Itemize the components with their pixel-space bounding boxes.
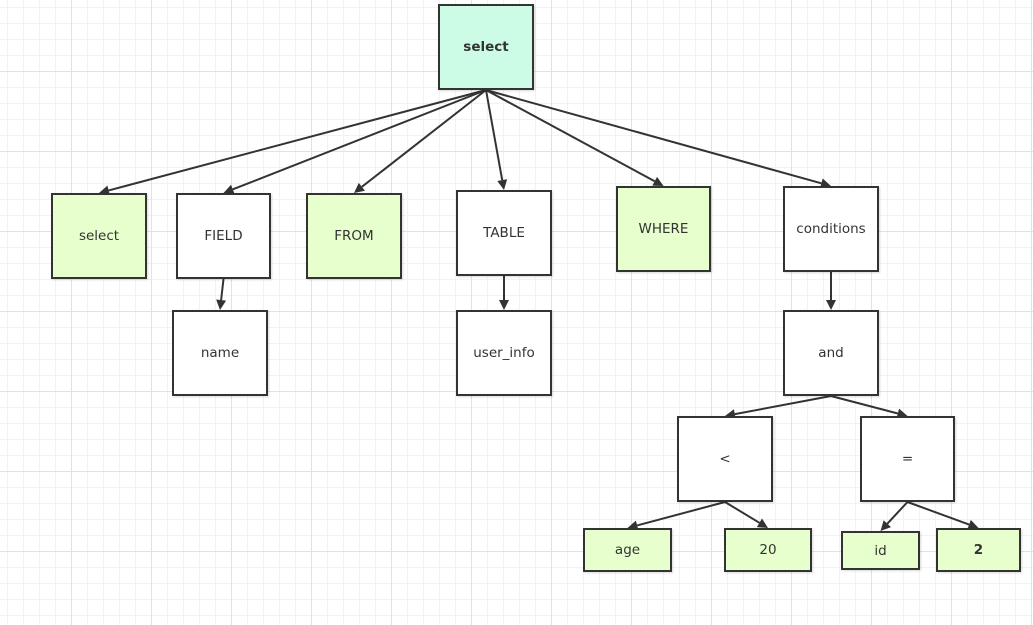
edge-root-to-kw_select [108, 89, 487, 192]
arrowhead-icon [99, 185, 110, 196]
arrowhead-icon [652, 176, 664, 186]
node-kw-where: WHERE [616, 186, 711, 272]
edge-lt-to-v20 [724, 501, 760, 524]
node-user-info: user_info [456, 310, 552, 396]
arrowhead-icon [967, 519, 979, 530]
node-label: select [463, 39, 509, 55]
node-label: FIELD [204, 228, 243, 244]
node-age: age [583, 528, 672, 572]
arrowhead-icon [756, 518, 768, 528]
edge-root-to-table [485, 89, 504, 181]
edge-root-to-kw_where [485, 89, 656, 183]
arrowhead-icon [216, 299, 227, 310]
node-label: conditions [796, 221, 866, 237]
node-v2: 2 [936, 528, 1021, 572]
arrowhead-icon [354, 182, 365, 193]
edge-eq-to-v2 [907, 501, 970, 526]
arrowhead-icon [896, 408, 908, 419]
node-id: id [841, 531, 920, 570]
node-kw-select: select [51, 193, 147, 279]
node-label: = [901, 451, 914, 467]
node-kw-from: FROM [306, 193, 402, 279]
node-and: and [783, 310, 879, 396]
node-root: select [438, 4, 534, 90]
node-table: TABLE [456, 190, 552, 276]
arrowhead-icon [820, 178, 831, 189]
node-label: TABLE [483, 225, 525, 241]
edge-lt-to-age [636, 501, 726, 527]
arrowhead-icon [826, 300, 836, 310]
node-label: age [614, 542, 641, 558]
node-label: < [719, 451, 731, 467]
node-label: 2 [973, 542, 984, 558]
node-label: user_info [473, 345, 535, 361]
node-conditions: conditions [783, 186, 879, 272]
node-lt: < [677, 416, 773, 502]
node-label: select [78, 228, 120, 244]
edge-root-to-field [232, 89, 487, 191]
edge-root-to-conditions [485, 89, 822, 185]
arrowhead-icon [499, 300, 509, 310]
node-label: id [874, 542, 887, 559]
node-field: FIELD [176, 193, 271, 279]
node-label: FROM [334, 228, 374, 244]
node-label: 20 [759, 542, 777, 558]
node-name: name [172, 310, 268, 396]
edge-field-to-name [220, 278, 225, 301]
node-eq: = [860, 416, 955, 502]
edge-and-to-lt [734, 395, 832, 416]
node-label: WHERE [638, 221, 689, 237]
node-v20: 20 [724, 528, 812, 572]
arrowhead-icon [880, 520, 891, 531]
arrowhead-icon [223, 184, 235, 195]
edge-and-to-eq [830, 395, 899, 415]
node-label: and [818, 345, 844, 361]
arrowhead-icon [627, 520, 639, 531]
arrowhead-icon [497, 179, 508, 190]
edge-root-to-kw_from [361, 89, 487, 188]
edge-eq-to-id [886, 501, 909, 525]
node-label: name [200, 345, 240, 361]
